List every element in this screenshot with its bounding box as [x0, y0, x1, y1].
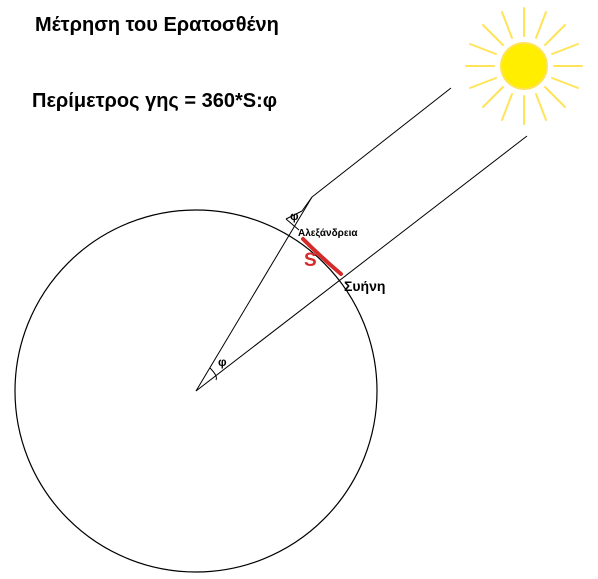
sun-ray-syene	[195, 135, 528, 392]
sun-disc	[500, 42, 548, 90]
arc-s	[301, 237, 343, 276]
radius-alexandria	[195, 196, 313, 392]
gnomon-angle-label: φ	[290, 209, 299, 223]
arc-s-label: S	[304, 250, 317, 271]
earth-circle	[14, 209, 378, 573]
sun-icon	[465, 7, 583, 125]
gnomon-top	[301, 196, 313, 212]
center-angle-arc	[209, 367, 217, 381]
center-angle-label: φ	[218, 355, 227, 369]
sun-rays	[465, 7, 583, 125]
alexandria-label: Αλεξάνδρεια	[298, 228, 358, 239]
gnomon-shadow	[285, 210, 303, 220]
diagram-title: Μέτρηση του Ερατοσθένη	[35, 14, 279, 36]
sun-ray-alexandria	[311, 87, 452, 198]
gnomon-base	[285, 218, 300, 231]
formula-text: Περίμετρος γης = 360*S:φ	[32, 90, 277, 112]
syene-label: Συήνη	[344, 278, 385, 294]
